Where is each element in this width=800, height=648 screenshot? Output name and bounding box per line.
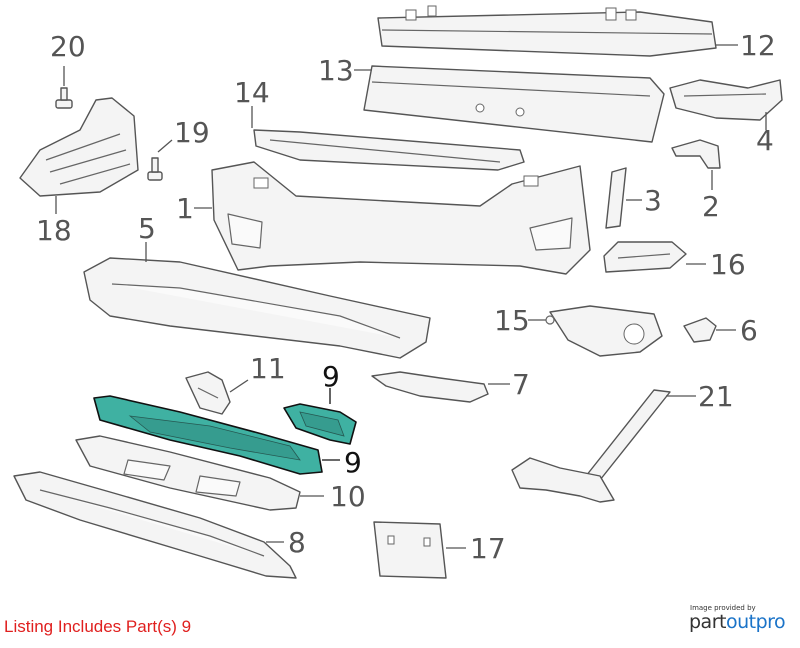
part-11-tow-cover: [185, 371, 231, 415]
callout-3: 3: [644, 184, 662, 217]
part-13-energy-absorber: [363, 65, 665, 143]
callout-4: 4: [756, 124, 774, 157]
callout-21: 21: [698, 380, 734, 413]
callout-15: 15: [494, 304, 530, 337]
brand-prefix: part: [689, 611, 726, 633]
callout-20: 20: [50, 30, 86, 63]
part-16-fog-bezel: [603, 241, 687, 273]
callout-18: 18: [36, 214, 72, 247]
part-2-bracket: [671, 139, 721, 169]
callout-9a: 9: [322, 360, 340, 393]
callout-2: 2: [702, 190, 720, 223]
leader-11: [229, 379, 249, 393]
callout-12: 12: [740, 29, 776, 62]
callout-17: 17: [470, 532, 506, 565]
listing-includes-text: Listing Includes Part(s) 9: [4, 617, 192, 636]
part-4-bracket: [669, 79, 783, 121]
part-17-license-bracket: [373, 521, 447, 579]
part-6-sensor: [683, 317, 717, 343]
part-12-reinforcement-beam: [377, 5, 717, 57]
part-9-lower-grille-highlighted: [93, 395, 323, 475]
leader-19: [157, 139, 173, 153]
callout-8: 8: [288, 526, 306, 559]
part-7-molding: [371, 371, 489, 403]
brand-logo: partoutpro: [689, 611, 786, 633]
callout-9b: 9: [344, 446, 362, 479]
callout-1: 1: [176, 192, 194, 225]
callout-16: 16: [710, 248, 746, 281]
callout-6: 6: [740, 314, 758, 347]
brand-accent: outpro: [725, 611, 786, 633]
callout-14: 14: [234, 76, 270, 109]
part-5-lower-fascia: [83, 257, 431, 359]
callout-13: 13: [318, 54, 354, 87]
callout-11: 11: [250, 352, 286, 385]
image-credit-text: Image provided by: [690, 604, 756, 612]
part-21-tow-hook: [511, 389, 671, 503]
part-20-bolt: [55, 87, 73, 109]
part-1-bumper-fascia: [211, 161, 591, 275]
part-19-screw: [147, 157, 163, 181]
part-10-lower-panel: [75, 435, 301, 511]
part-3-bracket: [605, 167, 627, 229]
part-18-splash-shield: [19, 97, 139, 197]
callout-5: 5: [138, 212, 156, 245]
callout-7: 7: [512, 368, 530, 401]
callout-19: 19: [174, 116, 210, 149]
callout-10: 10: [330, 480, 366, 513]
part-9-side-grille-highlighted: [283, 403, 357, 445]
part-15-fog-lamp: [545, 305, 663, 357]
part-14-upper-grille: [253, 129, 525, 171]
part-8-skid-plate: [13, 471, 297, 579]
